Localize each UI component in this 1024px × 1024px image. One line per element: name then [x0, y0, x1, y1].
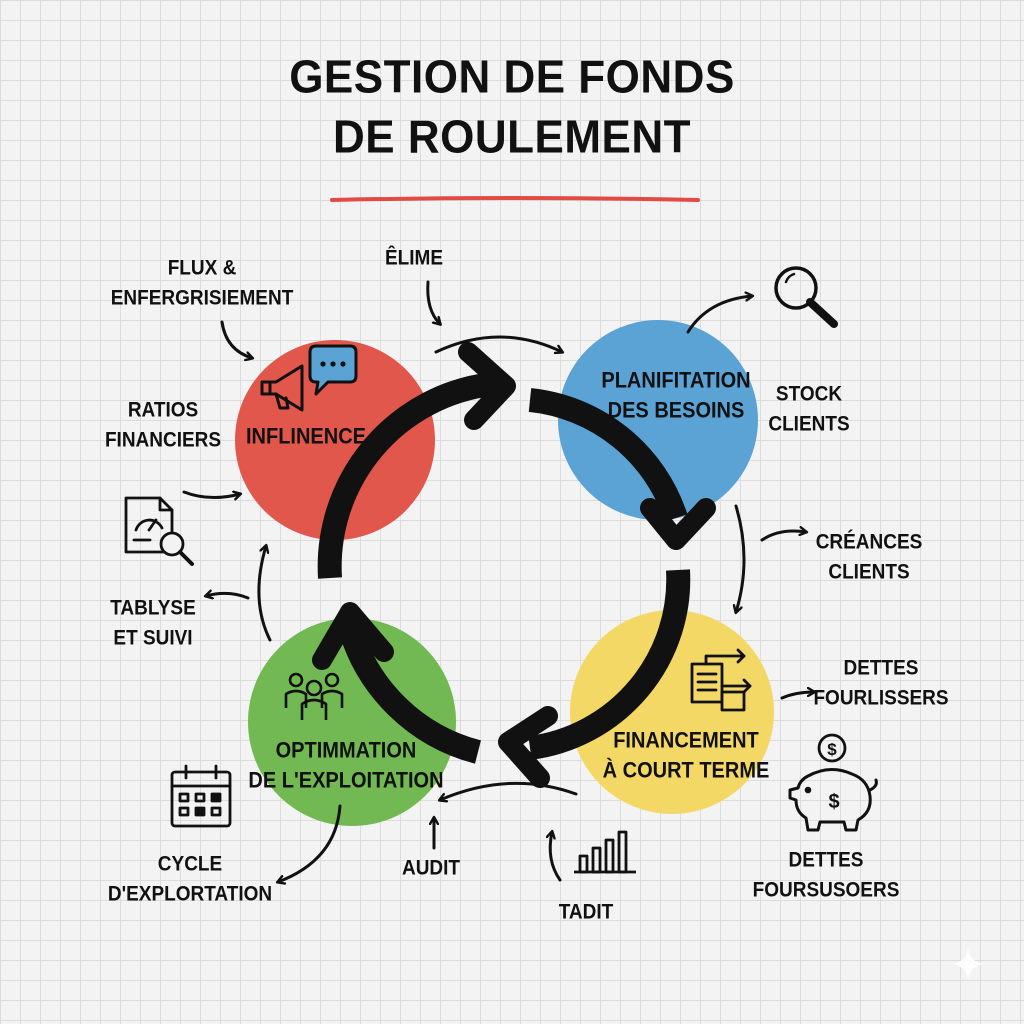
label-audit: AUDIT: [401, 856, 461, 880]
svg-text:$: $: [827, 740, 837, 759]
circle-financing: [570, 610, 774, 814]
cycle-arrow-bottom-right: [528, 569, 691, 760]
circle-influence: [235, 340, 435, 540]
arrow-flux: [220, 320, 252, 358]
title-underline: [330, 196, 700, 202]
svg-text:$: $: [828, 791, 839, 813]
page-title: GESTION DE FONDS DE ROULEMENT: [0, 48, 1024, 168]
arrowhead-right: [640, 498, 716, 550]
label-dettes-2: DETTES FOURSUSOERS: [752, 848, 900, 902]
label-ratios: RATIOS FINANCIERS: [104, 398, 222, 452]
arrow-tadit: [550, 832, 562, 882]
piggy-bank-icon: $: [788, 768, 878, 832]
arrow-bottom-curve: [440, 781, 578, 800]
dollar-coin-icon: $: [817, 733, 847, 763]
title-line-1: GESTION DE FONDS: [289, 51, 735, 104]
label-creances: CRÉANCES CLIENTS: [815, 530, 923, 584]
connector-arrows: [182, 280, 814, 882]
label-tadit: TADIT: [558, 900, 614, 924]
chat-bubble-icon: [308, 344, 358, 396]
circle-optimization: [248, 618, 456, 826]
cycle-arrow-top-left: [317, 372, 494, 579]
arrowhead-left: [312, 602, 394, 670]
arrowhead-bottom: [498, 706, 558, 788]
main-cycle-arrows: [317, 372, 691, 764]
main-cycle-arrowheads: [312, 342, 716, 788]
label-flux: FLUX & ENFERGRISIEMENT: [110, 256, 294, 310]
arrow-creances: [760, 531, 806, 542]
megaphone-icon: [260, 364, 304, 412]
label-stock: STOCK CLIENTS: [768, 382, 850, 436]
arrow-blue-out: [686, 296, 752, 334]
arrow-green-up: [257, 546, 272, 642]
label-cycle: CYCLE D'EXPLORTATION: [107, 852, 273, 906]
cycle-arrow-bottom-left: [338, 624, 482, 764]
label-blime: ÊLIME: [384, 246, 444, 270]
label-tablyse: TABLYSE ET SUIVI: [110, 596, 196, 650]
arrow-top-curve: [434, 335, 562, 352]
circle-planning: [558, 320, 758, 520]
label-dettes-1: DETTES FOURLISSERS: [813, 656, 949, 710]
bar-chart-icon: [574, 830, 636, 874]
sparkle-icon: [952, 948, 984, 980]
people-group-icon: [284, 672, 344, 720]
transfer-icon: [690, 648, 752, 712]
arrowhead-top: [458, 342, 516, 430]
report-search-icon: [124, 496, 194, 566]
arrow-blime: [426, 280, 440, 324]
arrow-tablyse: [206, 593, 250, 600]
magnifier-icon: [774, 266, 838, 328]
stage-optimization-label: OPTIMMATION DE L'EXPLOITATION: [248, 738, 444, 794]
stage-financing-label: FINANCEMENT À COURT TERME: [602, 728, 770, 784]
title-line-2: DE ROULEMENT: [333, 111, 691, 164]
cycle-arrow-top-right: [528, 388, 688, 522]
arrow-ratios: [182, 492, 240, 498]
arrow-dettes: [780, 692, 814, 700]
arrow-blue-down: [736, 504, 746, 612]
calendar-icon: [170, 764, 232, 828]
stage-influence-label: INFLINENCE: [246, 424, 366, 450]
arrow-cycle: [278, 804, 342, 882]
stage-planning-label: PLANIFITATION DES BESOINS: [601, 368, 751, 424]
